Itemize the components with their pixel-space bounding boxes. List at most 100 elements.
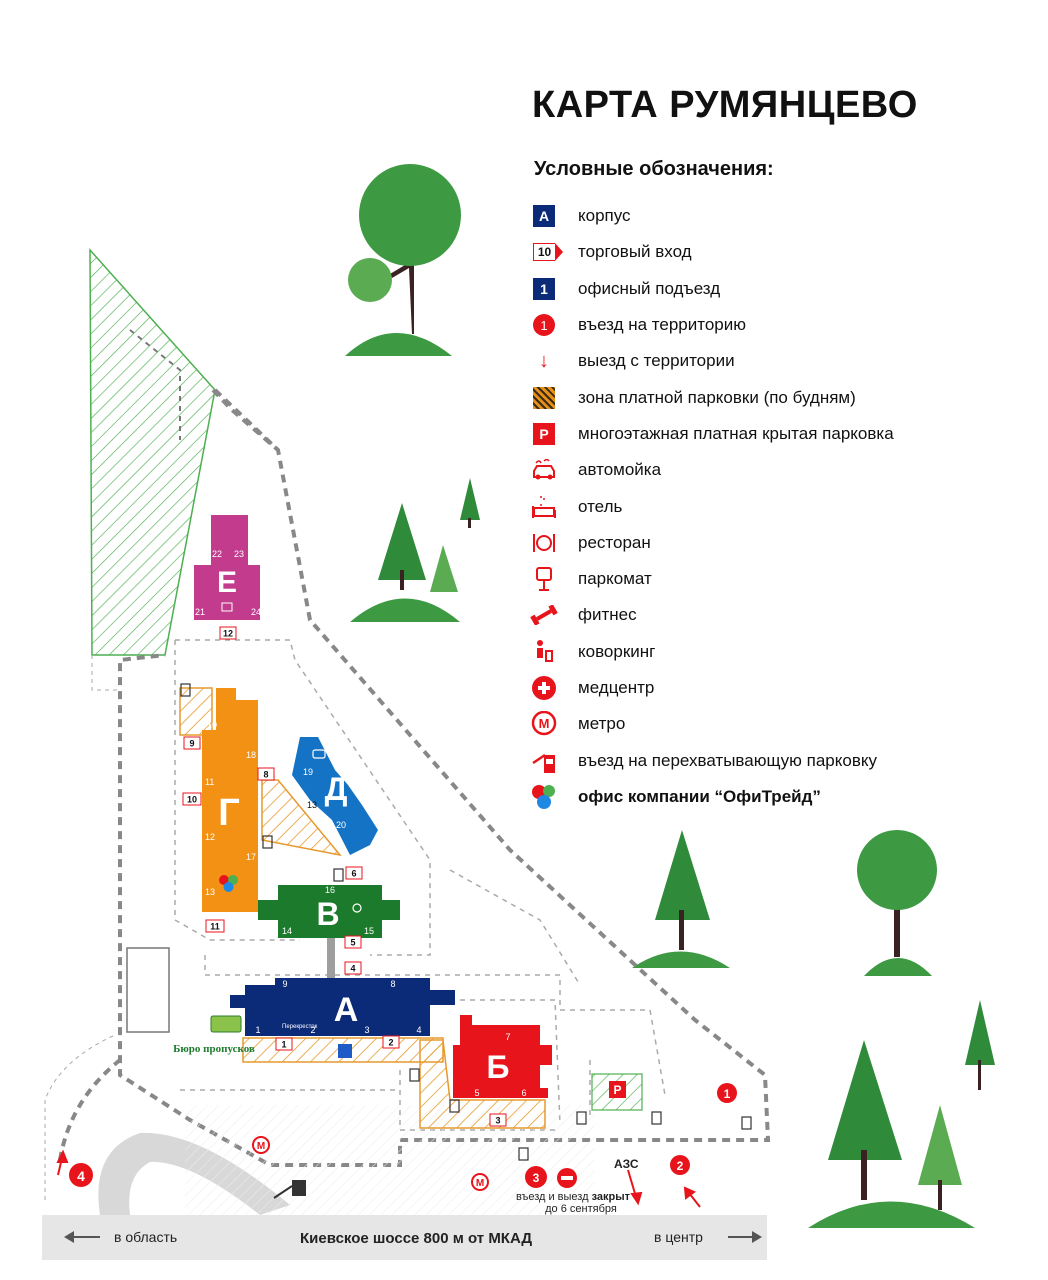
office-entrance-square-icon: 1 bbox=[530, 275, 558, 303]
legend-label: автомойка bbox=[578, 460, 662, 480]
legend-item-hotel: отель bbox=[530, 488, 1030, 524]
multilevel-parking-icon: P bbox=[530, 420, 558, 448]
car-wash-icon bbox=[312, 749, 326, 759]
building-d-label: Д bbox=[325, 771, 348, 807]
entrance-number: 23 bbox=[234, 549, 244, 559]
conifer-tree bbox=[965, 1000, 995, 1090]
entrance-number: 7 bbox=[505, 1032, 510, 1042]
tag-number: 9 bbox=[189, 739, 194, 749]
legend-item-metro: М метро bbox=[530, 706, 1030, 742]
park-and-ride-icon bbox=[530, 747, 558, 775]
company-logo-icon bbox=[219, 875, 238, 892]
tag-number: 3 bbox=[495, 1116, 500, 1126]
tag-number: 4 bbox=[350, 964, 355, 974]
conifer-tree bbox=[350, 478, 480, 622]
building-b bbox=[453, 1015, 552, 1098]
entrance-number: 1 bbox=[255, 1025, 260, 1035]
car-wash-icon bbox=[530, 456, 558, 484]
legend-label: въезд на территорию bbox=[578, 315, 747, 335]
highway bbox=[42, 1215, 767, 1260]
entrance-number: 2 bbox=[310, 1025, 315, 1035]
legend-label: медцентр bbox=[578, 678, 655, 697]
entrance-number: 13 bbox=[205, 887, 215, 897]
exit-symbol: ↓ bbox=[539, 350, 549, 373]
legend-item-medical: медцентр bbox=[530, 670, 1030, 706]
road-label-right: в центр bbox=[654, 1229, 703, 1245]
entrance-number: 24 bbox=[251, 607, 261, 617]
deciduous-tree bbox=[345, 164, 461, 356]
entrance-number: 20 bbox=[336, 820, 346, 830]
entry-circle-icon: 1 bbox=[530, 311, 558, 339]
exit-arrows bbox=[56, 1149, 701, 1208]
multilevel-parking-label: P bbox=[613, 1083, 621, 1097]
legend-label: ресторан bbox=[578, 532, 651, 552]
legend: A корпус 10 торговый вход 1 офисный подъ… bbox=[530, 198, 1030, 815]
entry-symbol: 1 bbox=[533, 314, 555, 337]
entry-number: 1 bbox=[724, 1087, 731, 1101]
entrance-number: 12 bbox=[205, 832, 215, 842]
retail-tag-symbol: 10 bbox=[533, 242, 563, 262]
legend-label: многоэтажная платная крытая парковка bbox=[578, 423, 894, 443]
left-arrow-icon bbox=[64, 1231, 100, 1243]
entrance-number: 17 bbox=[246, 852, 256, 862]
paid-parking-hatch-icon bbox=[530, 384, 558, 412]
building-v-label: В bbox=[316, 896, 339, 932]
page-title: КАРТА РУМЯНЦЕВО bbox=[532, 84, 918, 126]
entrance-number: 4 bbox=[416, 1025, 421, 1035]
entrance-number: 10 bbox=[207, 720, 217, 730]
tag-number: 11 bbox=[210, 922, 220, 932]
metro-icons bbox=[252, 1136, 489, 1191]
deciduous-tree bbox=[857, 830, 937, 976]
building-a-sublabel: Перекресток bbox=[282, 1024, 318, 1030]
parking-meter-icon bbox=[530, 565, 558, 593]
legend-item-exit: ↓ выезд с территории bbox=[530, 343, 1030, 379]
legend-label: корпус bbox=[578, 206, 631, 226]
entrance-number: 9 bbox=[282, 979, 287, 989]
entrance-number: 6 bbox=[521, 1088, 526, 1098]
tag-number: 12 bbox=[223, 629, 233, 639]
hotel-icon bbox=[221, 602, 233, 612]
legend-label: метро bbox=[578, 714, 626, 734]
tag-number: 2 bbox=[388, 1038, 393, 1048]
tag-number: 6 bbox=[351, 869, 356, 879]
company-logo-icon bbox=[530, 783, 558, 811]
building-g-label: Г bbox=[218, 792, 240, 834]
medical-center-icon bbox=[530, 674, 558, 702]
building-e bbox=[194, 515, 260, 620]
legend-label: офисный подъезд bbox=[578, 278, 721, 298]
retail-entrance-tags: 12 9 8 10 6 5 4 11 1 2 3 bbox=[182, 626, 507, 1127]
entrance-number: 5 bbox=[474, 1088, 479, 1098]
building-a bbox=[230, 978, 455, 1036]
parking-lot-outline bbox=[126, 947, 170, 1033]
entrance-number: 21 bbox=[195, 607, 205, 617]
entrance-number: 22 bbox=[212, 549, 222, 559]
passage bbox=[327, 938, 335, 978]
entrance-number: 8 bbox=[390, 979, 395, 989]
legend-label: отель bbox=[578, 496, 623, 516]
building-a-label: А bbox=[334, 991, 359, 1029]
entrance-number: 11 bbox=[205, 777, 214, 787]
entrance-number: 14 bbox=[282, 926, 292, 936]
entry-number: 4 bbox=[77, 1168, 85, 1184]
legend-label: выезд с территории bbox=[578, 351, 735, 371]
metro-letter: М bbox=[476, 1178, 484, 1189]
legend-item-retail-entrance: 10 торговый вход bbox=[530, 234, 1030, 270]
tag-number: 5 bbox=[350, 938, 355, 948]
entrance-number: 16 bbox=[325, 885, 335, 895]
entrance-number: 3 bbox=[364, 1025, 369, 1035]
legend-item-parking-meter: паркомат bbox=[530, 561, 1030, 597]
legend-item-multilevel-parking: P многоэтажная платная крытая парковка bbox=[530, 416, 1030, 452]
legend-label: торговый вход bbox=[578, 242, 692, 262]
building-d bbox=[292, 737, 378, 855]
parking-sign bbox=[338, 1044, 352, 1058]
restaurant-icon bbox=[530, 529, 558, 557]
legend-label: офис компании “ОфиТрейд” bbox=[578, 786, 821, 806]
tag-number: 1 bbox=[281, 1040, 286, 1050]
conifer-tree bbox=[808, 1040, 975, 1228]
entrance-number: 18 bbox=[246, 750, 256, 760]
road-label-left: в область bbox=[114, 1229, 177, 1245]
road-label-center: Киевское шоссе 800 м от МКАД bbox=[300, 1230, 532, 1247]
retail-entrance-tag-icon: 10 bbox=[530, 238, 563, 266]
pass-office-label: Бюро пропусков bbox=[173, 1043, 255, 1055]
parking-symbol: P bbox=[533, 422, 555, 445]
